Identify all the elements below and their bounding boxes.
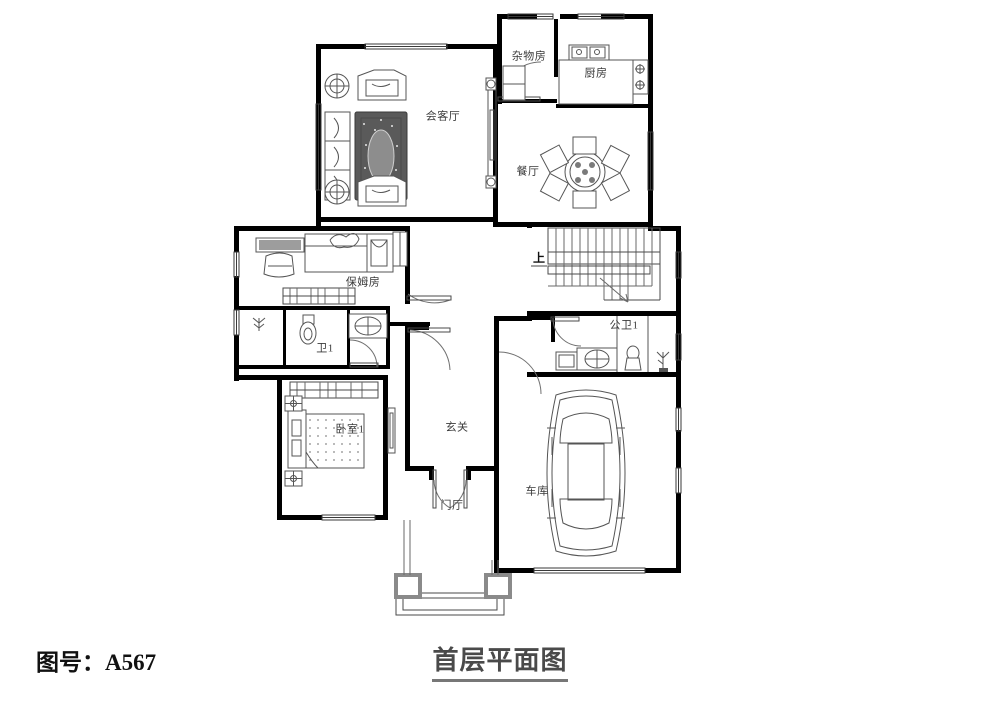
- window-kitchen-top: [577, 13, 625, 20]
- closet-rail-bath: [282, 287, 356, 305]
- closet-bedroom: [289, 381, 379, 399]
- dining-chairs-six: [539, 136, 631, 209]
- window-bath-left: [233, 309, 240, 336]
- armchair-bottom: [357, 175, 407, 207]
- window-maid-left: [233, 251, 240, 278]
- stair-up-marker: 上: [531, 250, 547, 267]
- porch-column-left: [394, 573, 422, 599]
- furniture-layer: [252, 44, 670, 616]
- window-bedroom-right: [387, 407, 396, 454]
- window-reception-left: [315, 103, 322, 191]
- room-label-foyer: 玄关: [446, 420, 469, 434]
- wardrobe: [392, 231, 408, 267]
- window-storage-top: [507, 13, 554, 20]
- staircase: [547, 227, 661, 303]
- room-label-kitchen: 厨房: [585, 67, 608, 80]
- tv-console: [485, 77, 497, 189]
- window-public-wc-right: [675, 251, 682, 279]
- car: [546, 389, 626, 557]
- double-bed: [287, 409, 365, 469]
- bathtub: [555, 351, 578, 371]
- plant-bath1: [252, 317, 266, 331]
- round-side-table-top: [324, 73, 350, 99]
- porch-rail-left: [403, 520, 411, 575]
- single-bed: [304, 233, 394, 273]
- dining-round-table: [564, 151, 606, 193]
- room-label-maid-room: 保姆房: [346, 275, 381, 289]
- room-label-bathroom-1: 卫1: [316, 343, 334, 355]
- nightstand-top: [284, 395, 303, 412]
- window-public-wc-right-2: [675, 333, 682, 361]
- window-reception-top: [364, 43, 448, 50]
- room-label-reception: 会客厅: [426, 109, 461, 123]
- room-label-storage: 杂物房: [512, 49, 547, 63]
- window-dining-right: [647, 131, 654, 191]
- plan-title-container: 首层平面图: [0, 640, 1000, 682]
- garage-door: [533, 567, 646, 574]
- room-label-bedroom-1: 卧室1: [336, 422, 365, 436]
- wash-basin-bath1: [348, 313, 388, 339]
- kitchen-sink: [571, 46, 606, 59]
- window-layer: [233, 13, 682, 574]
- stair-up-label: 上: [533, 250, 545, 265]
- room-label-layer: 会客厅 杂物房 厨房 餐厅 保姆房 卫1 卧室1 公卫1 玄关 门厅 车库: [316, 49, 638, 512]
- armchair-top: [357, 69, 407, 101]
- porch-column-right: [484, 573, 512, 599]
- plant-public: [656, 351, 670, 372]
- room-label-entrance: 门厅: [441, 498, 464, 512]
- page-title: 首层平面图: [432, 640, 568, 682]
- toilet-bath1: [299, 314, 317, 345]
- wall-layer: [234, 14, 681, 573]
- storage-cabinet: [502, 65, 526, 101]
- room-label-garage: 车库: [526, 484, 549, 498]
- window-garage-right-upper: [675, 407, 682, 432]
- sheet-number: 图号：A567: [36, 650, 157, 675]
- wash-basin-public: [576, 347, 618, 371]
- porch-rail-right: [491, 560, 499, 575]
- stove-range: [632, 59, 649, 95]
- toilet-public: [624, 345, 642, 371]
- nightstand-bottom: [284, 470, 303, 487]
- desk-and-chair: [255, 237, 305, 278]
- window-garage-right-lower: [675, 467, 682, 494]
- room-label-public-wc-1: 公卫1: [610, 320, 639, 332]
- round-side-table-bottom: [324, 179, 350, 205]
- window-bedroom-bottom: [321, 514, 376, 521]
- room-label-dining: 餐厅: [517, 164, 540, 178]
